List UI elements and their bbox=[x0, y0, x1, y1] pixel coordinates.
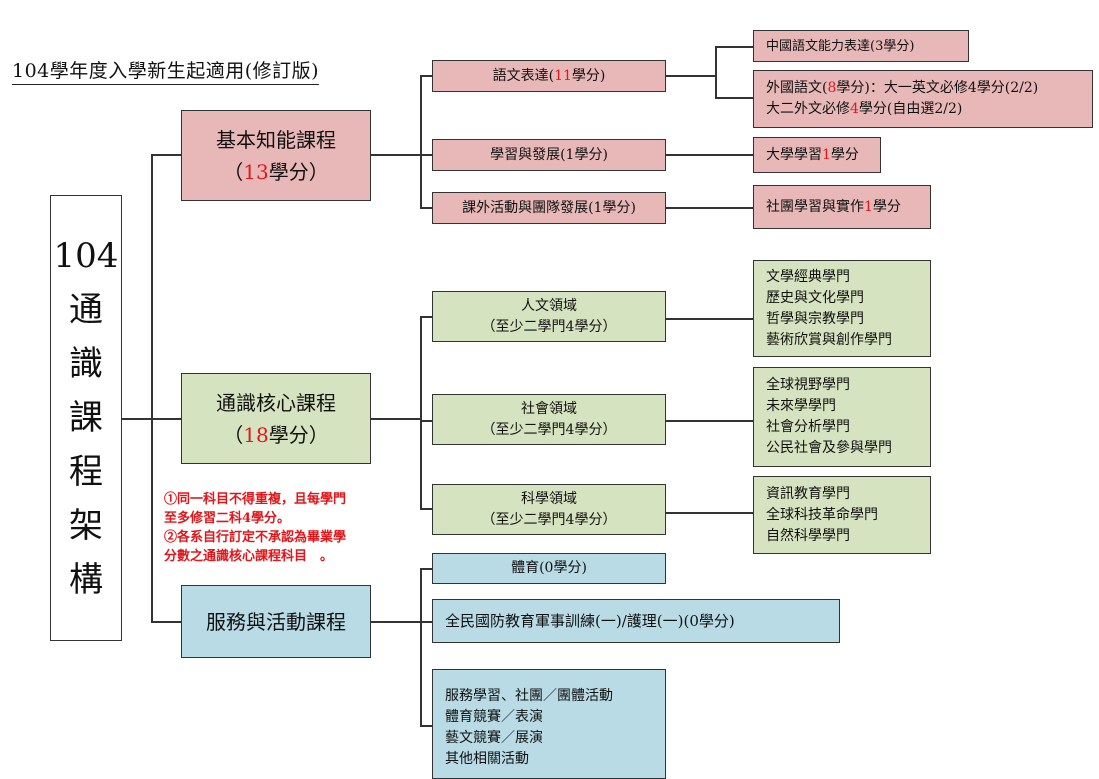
root-line: 識 bbox=[69, 344, 103, 384]
activity-item: 其他相關活動 bbox=[445, 751, 529, 767]
service-child-defense: 全民國防教育軍事訓練(一)/護理(一)(0學分) bbox=[432, 599, 840, 643]
connector bbox=[151, 154, 153, 622]
connector bbox=[666, 318, 753, 320]
category-basic: 基本知能課程 （13學分） bbox=[181, 110, 371, 201]
connector bbox=[151, 621, 181, 623]
category-credit: （13學分） bbox=[223, 159, 329, 184]
leaf-social-disciplines: 全球視野學門 未來學學門 社會分析學門 公民社會及參與學門 bbox=[753, 367, 931, 467]
connector bbox=[122, 418, 152, 420]
leaf-foreign: 外國語文(8學分)：大一英文必修4學分(2/2) 大二外文必修4學分(自由選2/… bbox=[753, 70, 1093, 128]
connector bbox=[715, 97, 753, 99]
note-line: 至多修習二科4學分。 bbox=[164, 511, 291, 526]
connector bbox=[666, 154, 753, 156]
note-line: ①同一科目不得重複，且每學門 bbox=[164, 492, 347, 507]
page-title: 104學年度入學新生起適用(修訂版) bbox=[12, 56, 320, 85]
discipline: 藝術欣賞與創作學門 bbox=[766, 331, 892, 348]
category-service: 服務與活動課程 bbox=[181, 585, 371, 658]
root-line: 程 bbox=[69, 452, 103, 492]
connector bbox=[420, 420, 432, 422]
core-child-social: 社會領域 （至少二學門4學分） bbox=[432, 394, 666, 445]
discipline: 資訊教育學門 bbox=[766, 485, 850, 502]
connector bbox=[420, 568, 432, 570]
connector bbox=[420, 621, 432, 623]
connector bbox=[371, 154, 421, 156]
category-name: 服務與活動課程 bbox=[206, 609, 346, 634]
discipline: 未來學學門 bbox=[766, 398, 836, 414]
root-line: 課 bbox=[69, 398, 103, 438]
connector bbox=[715, 46, 717, 98]
discipline: 自然科學學門 bbox=[766, 527, 850, 544]
root-line: 架 bbox=[69, 506, 103, 546]
connector bbox=[420, 725, 432, 727]
root-line: 104 bbox=[53, 236, 119, 276]
discipline: 哲學與宗教學門 bbox=[766, 310, 864, 327]
connector bbox=[371, 418, 421, 420]
connector bbox=[371, 621, 421, 623]
connector bbox=[666, 512, 753, 514]
connector bbox=[420, 568, 422, 726]
activity-item: 體育競賽／表演 bbox=[445, 709, 543, 725]
connector bbox=[420, 316, 432, 318]
connector bbox=[420, 75, 422, 208]
category-name: 基本知能課程 bbox=[216, 127, 336, 152]
note-line: 分數之通識核心課程科目 。 bbox=[164, 549, 334, 564]
connector bbox=[666, 420, 753, 422]
connector bbox=[420, 207, 432, 209]
connector bbox=[420, 75, 432, 77]
core-child-science: 科學領域 （至少二學門4學分） bbox=[432, 484, 666, 535]
notes: ①同一科目不得重複，且每學門 至多修習二科4學分。 ②各系自行訂定不承認為畢業學… bbox=[164, 490, 346, 566]
discipline: 全球視野學門 bbox=[766, 377, 850, 393]
leaf-club: 社團學習與實作1學分 bbox=[753, 185, 931, 229]
core-child-humanities: 人文領域 （至少二學門4學分） bbox=[432, 291, 666, 342]
leaf-humanities-disciplines: 文學經典學門 歷史與文化學門 哲學與宗教學門 藝術欣賞與創作學門 bbox=[753, 260, 931, 357]
discipline: 社會分析學門 bbox=[766, 419, 850, 435]
activity-item: 藝文競賽／展演 bbox=[445, 730, 543, 746]
service-child-activities: 服務學習、社團／團體活動 體育競賽／表演 藝文競賽／展演 其他相關活動 bbox=[432, 669, 666, 779]
basic-child-learning: 學習與發展(1學分) bbox=[432, 139, 666, 171]
connector bbox=[151, 418, 181, 420]
discipline: 公民社會及參與學門 bbox=[766, 440, 892, 456]
leaf-science-disciplines: 資訊教育學門 全球科技革命學門 自然科學學門 bbox=[753, 476, 931, 554]
basic-child-language: 語文表達(11學分) bbox=[432, 60, 666, 92]
activity-item: 服務學習、社團／團體活動 bbox=[445, 688, 613, 704]
category-name: 通識核心課程 bbox=[216, 390, 336, 415]
discipline: 文學經典學門 bbox=[766, 268, 850, 285]
category-core: 通識核心課程 （18學分） bbox=[181, 373, 371, 464]
connector bbox=[420, 154, 432, 156]
basic-child-extracurricular: 課外活動與團隊發展(1學分) bbox=[432, 192, 666, 224]
connector bbox=[420, 508, 432, 510]
connector bbox=[151, 154, 181, 156]
service-child-pe: 體育(0學分) bbox=[432, 553, 666, 584]
note-line: ②各系自行訂定不承認為畢業學 bbox=[164, 530, 347, 545]
root-node: 104 通 識 課 程 架 構 bbox=[50, 195, 122, 641]
discipline: 全球科技革命學門 bbox=[766, 506, 878, 523]
leaf-chinese: 中國語文能力表達(3學分) bbox=[753, 30, 969, 62]
connector bbox=[715, 46, 753, 48]
connector bbox=[420, 316, 422, 509]
discipline: 歷史與文化學門 bbox=[766, 289, 864, 306]
category-credit: （18學分） bbox=[223, 422, 329, 447]
connector bbox=[666, 207, 753, 209]
root-line: 構 bbox=[69, 560, 103, 600]
root-line: 通 bbox=[69, 290, 103, 330]
connector bbox=[666, 75, 716, 77]
leaf-freshman: 大學學習1學分 bbox=[753, 137, 881, 173]
